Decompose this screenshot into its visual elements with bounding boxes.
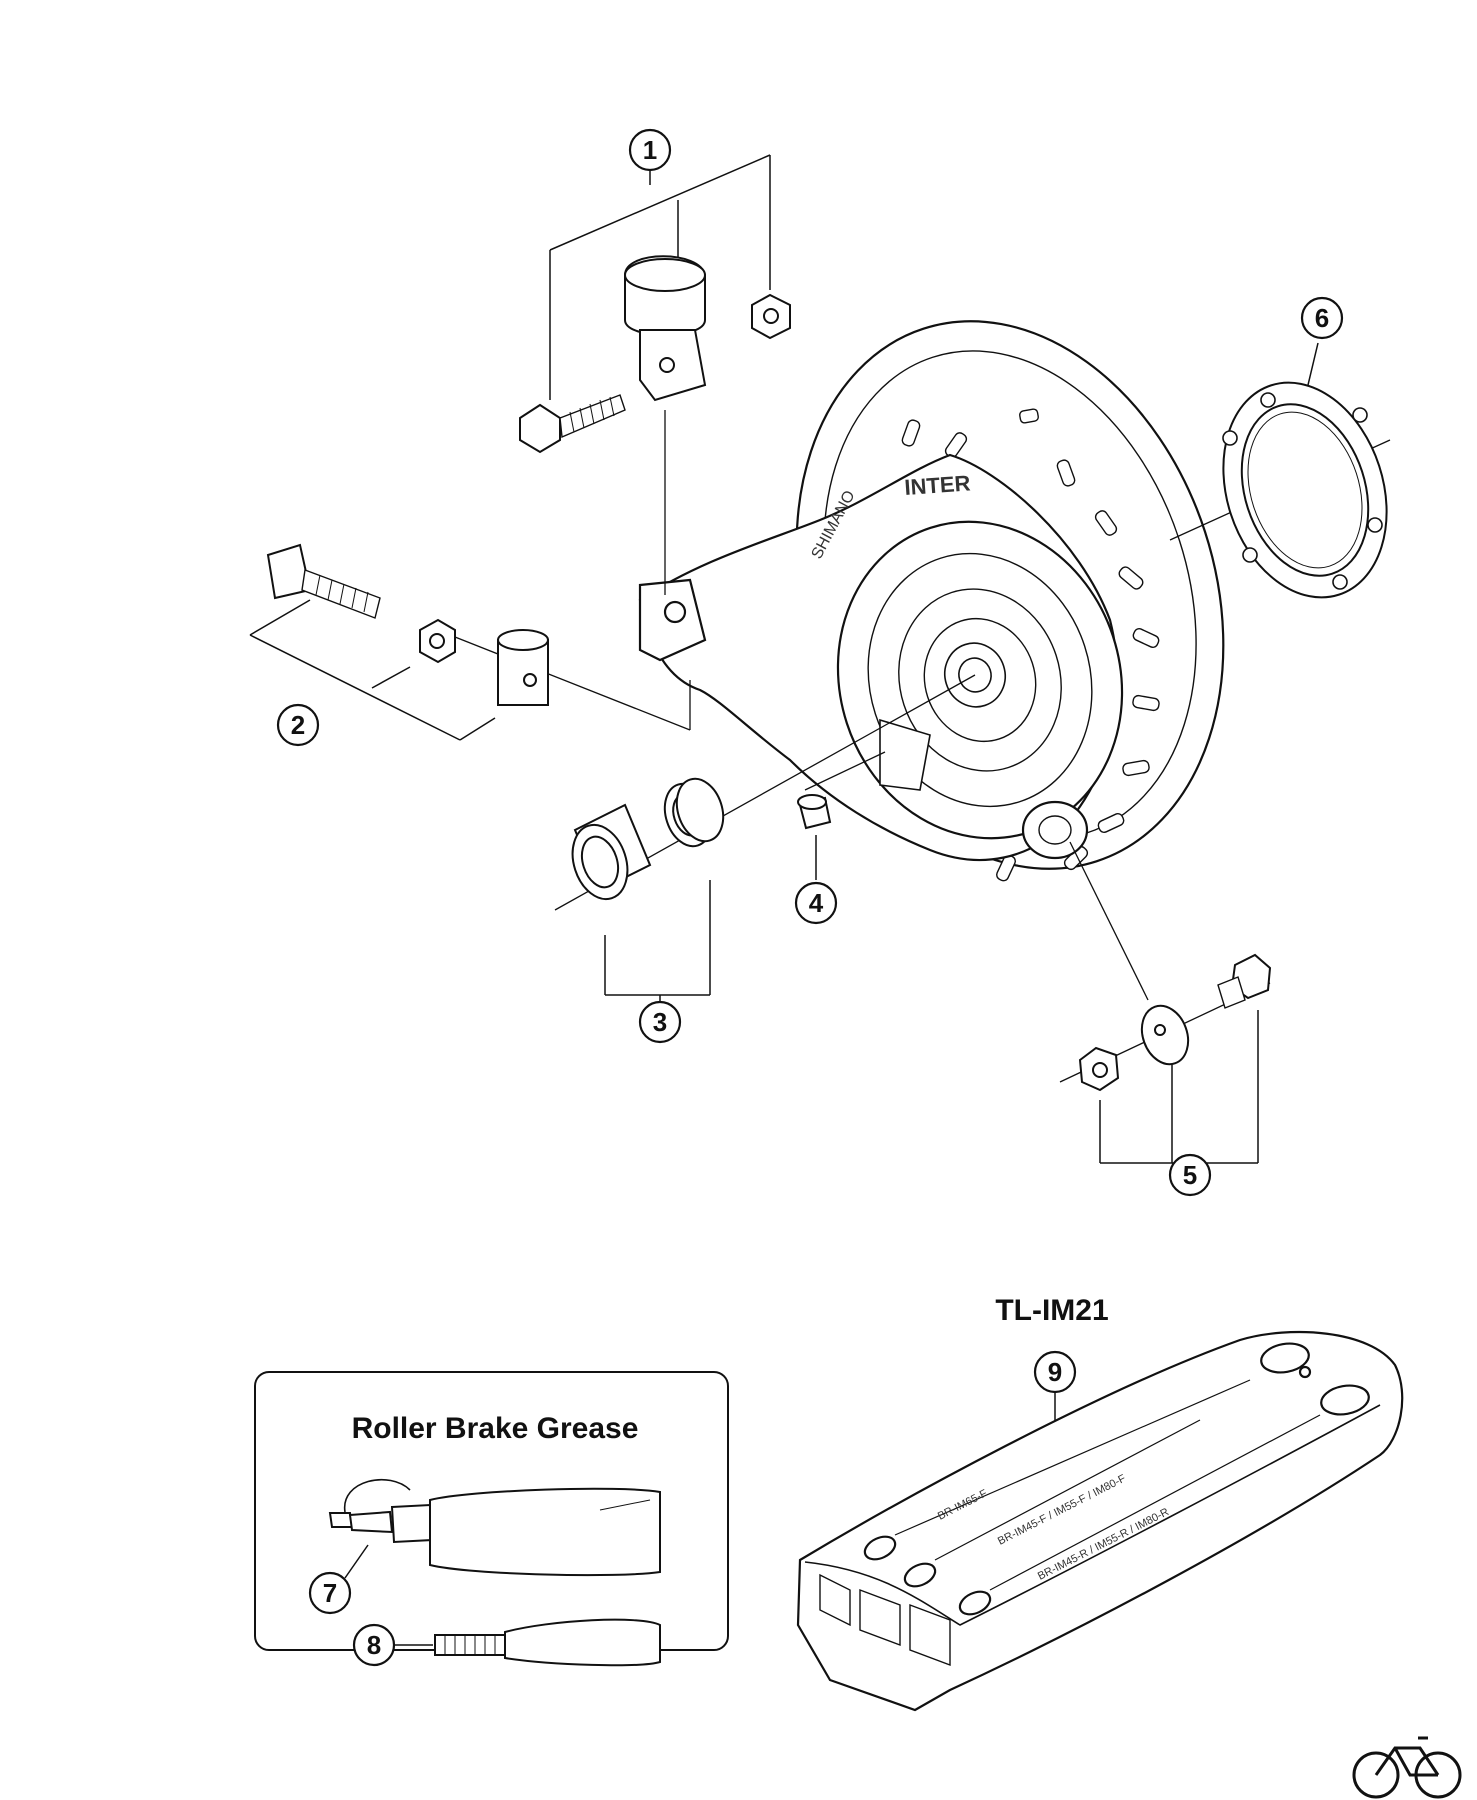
callout-9-label: 9 (1048, 1357, 1062, 1387)
callout-7: 7 (308, 1571, 352, 1615)
callout-4-label: 4 (809, 888, 824, 918)
bicycle-icon (1352, 1736, 1462, 1799)
callout-3: 3 (638, 1000, 682, 1044)
callout-7-label: 7 (323, 1578, 337, 1608)
part-6-cooling-plate (1222, 342, 1388, 599)
callout-2: 2 (276, 703, 320, 747)
callout-2-label: 2 (291, 710, 305, 740)
grease-panel: Roller Brake Grease 7 (254, 1371, 729, 1667)
hub-inter-text: INTER (904, 470, 972, 500)
part-2-cable-adjuster-assembly (249, 543, 549, 741)
callout-4: 4 (794, 881, 838, 925)
tool-model-title: TL-IM21 (995, 1294, 1108, 1327)
callout-5-label: 5 (1183, 1160, 1197, 1190)
roller-brake-hub (638, 320, 1225, 882)
callout-6: 6 (1300, 296, 1344, 340)
callout-1-label: 1 (643, 135, 657, 165)
callout-3-label: 3 (653, 1007, 667, 1037)
callout-8: 8 (352, 1623, 396, 1667)
callout-6-label: 6 (1315, 303, 1329, 333)
part-9-tool-tl-im21 (796, 1330, 1404, 1712)
callout-1: 1 (628, 128, 672, 172)
grease-panel-title: Roller Brake Grease (352, 1412, 639, 1445)
part-8-grease-tube (434, 1618, 661, 1667)
part-5-fixing-bolt-assembly (1078, 953, 1272, 1164)
callout-5: 5 (1168, 1153, 1212, 1197)
callout-9: 9 (1033, 1350, 1077, 1394)
part-1-clamp-band-assembly (519, 154, 791, 454)
part-3-seal-rings (571, 777, 725, 1005)
callout-8-label: 8 (367, 1630, 381, 1660)
part-4-grease-plug (797, 794, 832, 880)
part-7-grease-bottle (328, 1478, 661, 1577)
